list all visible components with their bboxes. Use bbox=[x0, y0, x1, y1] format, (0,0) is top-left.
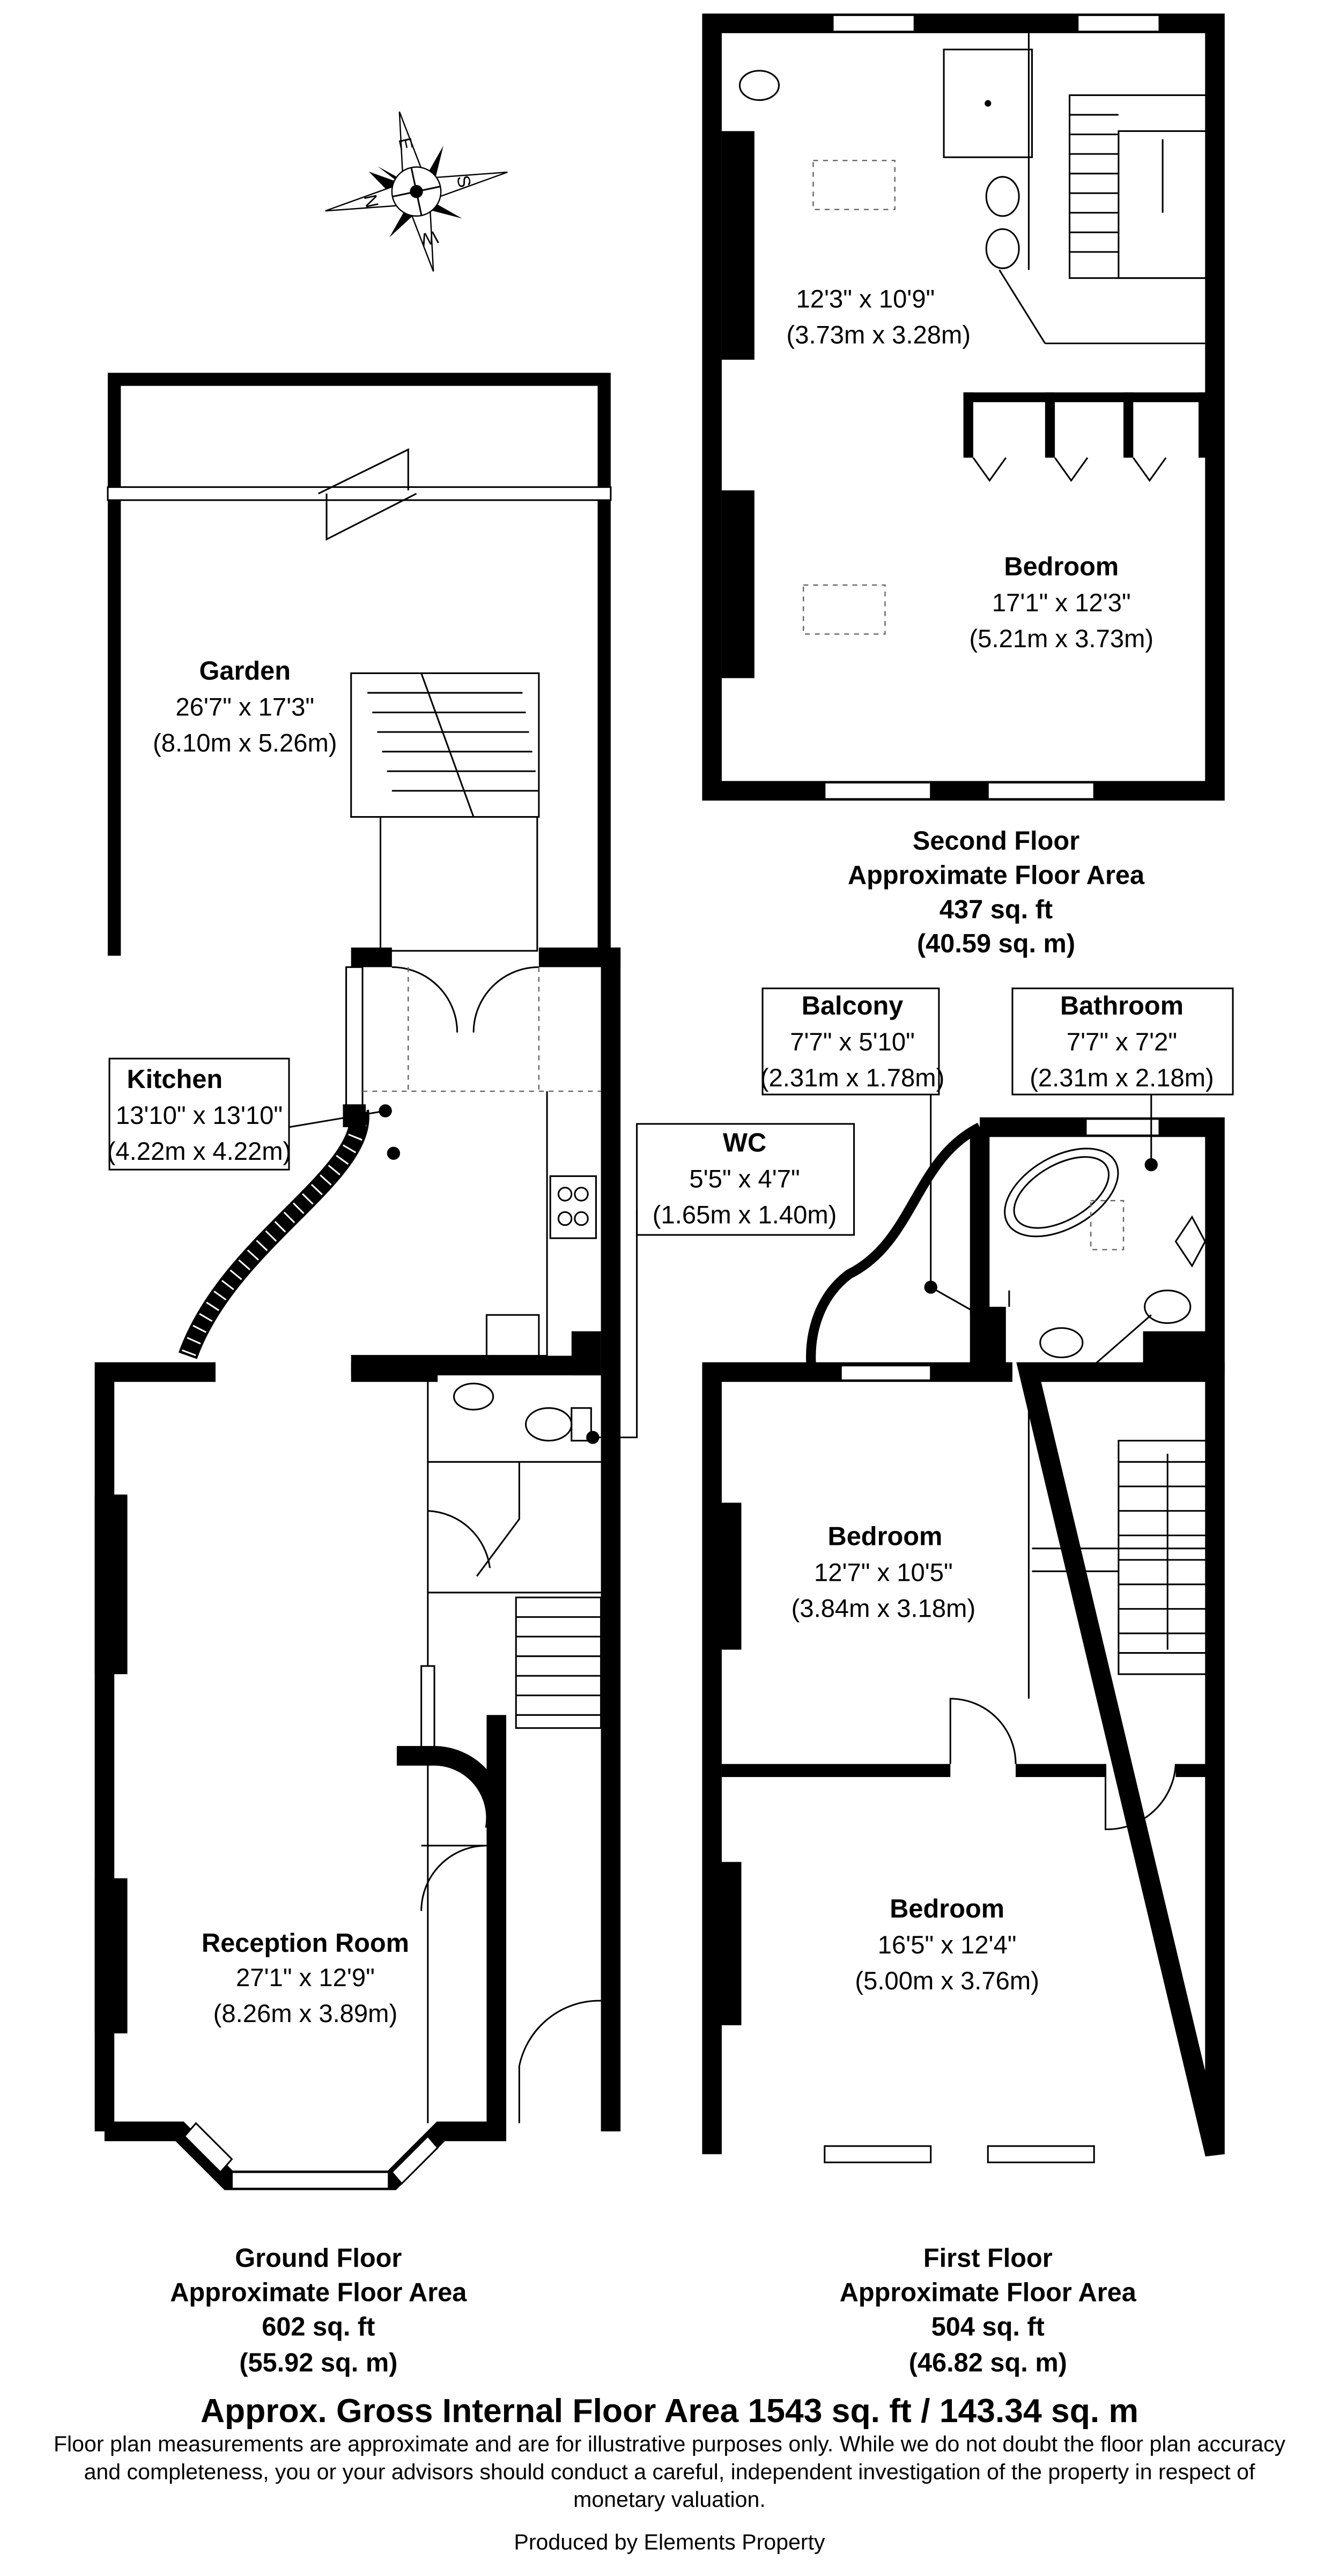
floor-caption-area-sqft: 602 sq. ft bbox=[262, 2312, 375, 2341]
room-dims-imperial: 16'5" x 12'4" bbox=[878, 1931, 1017, 1959]
toilet-icon bbox=[738, 70, 780, 101]
compass-west-label: W bbox=[419, 226, 440, 249]
sink-icon bbox=[453, 1382, 494, 1411]
room-dims-metric: (4.22m x 4.22m) bbox=[107, 1137, 292, 1166]
toilet-icon bbox=[525, 1407, 573, 1442]
sink-icon bbox=[1039, 1327, 1084, 1358]
floor-caption-area-sqm: (40.59 sq. m) bbox=[917, 929, 1075, 958]
room-dims-imperial: 13'10" x 13'10" bbox=[116, 1101, 283, 1130]
toilet-icon bbox=[1144, 1290, 1192, 1324]
floor-caption-title: Ground Floor bbox=[235, 2244, 402, 2273]
room-dims-metric: (2.31m x 2.18m) bbox=[1030, 1064, 1214, 1092]
room-name: Bedroom bbox=[1004, 552, 1119, 581]
total-floor-area: Approx. Gross Internal Floor Area 1543 s… bbox=[201, 2392, 1138, 2430]
room-dims-imperial: 12'7" x 10'5" bbox=[814, 1559, 953, 1587]
floor-caption-area-sqm: (55.92 sq. m) bbox=[239, 2348, 397, 2377]
floor-caption-area-sqft: 437 sq. ft bbox=[939, 895, 1053, 924]
room-dims-imperial: 7'7" x 7'2" bbox=[1067, 1028, 1177, 1056]
floor-caption-subtitle: Approximate Floor Area bbox=[840, 2278, 1137, 2307]
sink-icon bbox=[985, 228, 1020, 269]
room-name: Kitchen bbox=[127, 1065, 223, 1094]
disclaimer-line: Floor plan measurements are approximate … bbox=[54, 2432, 1286, 2456]
room-dims-metric: (5.00m x 3.76m) bbox=[855, 1967, 1039, 1995]
room-dims-metric: (8.10m x 5.26m) bbox=[153, 729, 337, 758]
floor-caption-title: Second Floor bbox=[913, 826, 1079, 855]
room-dims-imperial: 5'5" x 4'7" bbox=[689, 1165, 800, 1194]
floor-caption-subtitle: Approximate Floor Area bbox=[170, 2278, 467, 2307]
room-dims-imperial: 27'1" x 12'9" bbox=[236, 1964, 375, 1992]
disclaimer-line: monetary valuation. bbox=[573, 2487, 766, 2512]
room-name: WC bbox=[723, 1129, 766, 1158]
room-dims-metric: (3.73m x 3.28m) bbox=[787, 321, 971, 349]
sink-icon bbox=[985, 176, 1020, 217]
room-dims-metric: (1.65m x 1.40m) bbox=[653, 1201, 837, 1230]
disclaimer-line: and completeness, you or your advisors s… bbox=[84, 2459, 1255, 2484]
producer-credit: Produced by Elements Property bbox=[514, 2529, 825, 2554]
floor-caption-area-sqm: (46.82 sq. m) bbox=[909, 2348, 1067, 2377]
room-dims-imperial: 26'7" x 17'3" bbox=[175, 693, 314, 722]
second-floor-plan: 12'3" x 10'9" (3.73m x 3.28m) Bedroom 17… bbox=[702, 13, 1225, 958]
room-name: Bathroom bbox=[1060, 991, 1183, 1020]
room-name: Balcony bbox=[802, 991, 904, 1020]
bathtub-icon bbox=[1004, 1148, 1119, 1238]
floor-caption-subtitle: Approximate Floor Area bbox=[848, 861, 1145, 890]
room-dims-metric: (3.84m x 3.18m) bbox=[791, 1595, 976, 1623]
balcony-callout: Balcony 7'7" x 5'10" (2.31m x 1.78m) bbox=[760, 987, 945, 1287]
room-dims-imperial: 12'3" x 10'9" bbox=[796, 285, 935, 313]
floor-caption-title: First Floor bbox=[923, 2244, 1053, 2273]
compass-rose-icon: N E S W bbox=[325, 111, 508, 272]
room-dims-metric: (2.31m x 1.78m) bbox=[760, 1064, 945, 1092]
room-dims-imperial: 17'1" x 12'3" bbox=[992, 589, 1131, 617]
wc-callout: WC 5'5" x 4'7" (1.65m x 1.40m) bbox=[586, 1123, 855, 1444]
room-dims-metric: (8.26m x 3.89m) bbox=[213, 2000, 398, 2028]
ground-floor-plan: Garden 26'7" x 17'3" (8.10m x 5.26m) Kit… bbox=[94, 373, 855, 2377]
first-floor-plan: Balcony 7'7" x 5'10" (2.31m x 1.78m) Bat… bbox=[702, 987, 1234, 2377]
room-name: Bedroom bbox=[828, 1522, 943, 1551]
room-name: Reception Room bbox=[202, 1929, 409, 1958]
bathroom-callout: Bathroom 7'7" x 7'2" (2.31m x 2.18m) bbox=[1011, 987, 1234, 1165]
room-name: Bedroom bbox=[890, 1894, 1004, 1923]
room-name: Garden bbox=[199, 657, 291, 686]
floor-caption-area-sqft: 504 sq. ft bbox=[931, 2312, 1045, 2341]
room-dims-metric: (5.21m x 3.73m) bbox=[970, 625, 1154, 653]
room-dims-imperial: 7'7" x 5'10" bbox=[790, 1028, 915, 1056]
kitchen-callout: Kitchen 13'10" x 13'10" (4.22m x 4.22m) bbox=[107, 1057, 386, 1171]
